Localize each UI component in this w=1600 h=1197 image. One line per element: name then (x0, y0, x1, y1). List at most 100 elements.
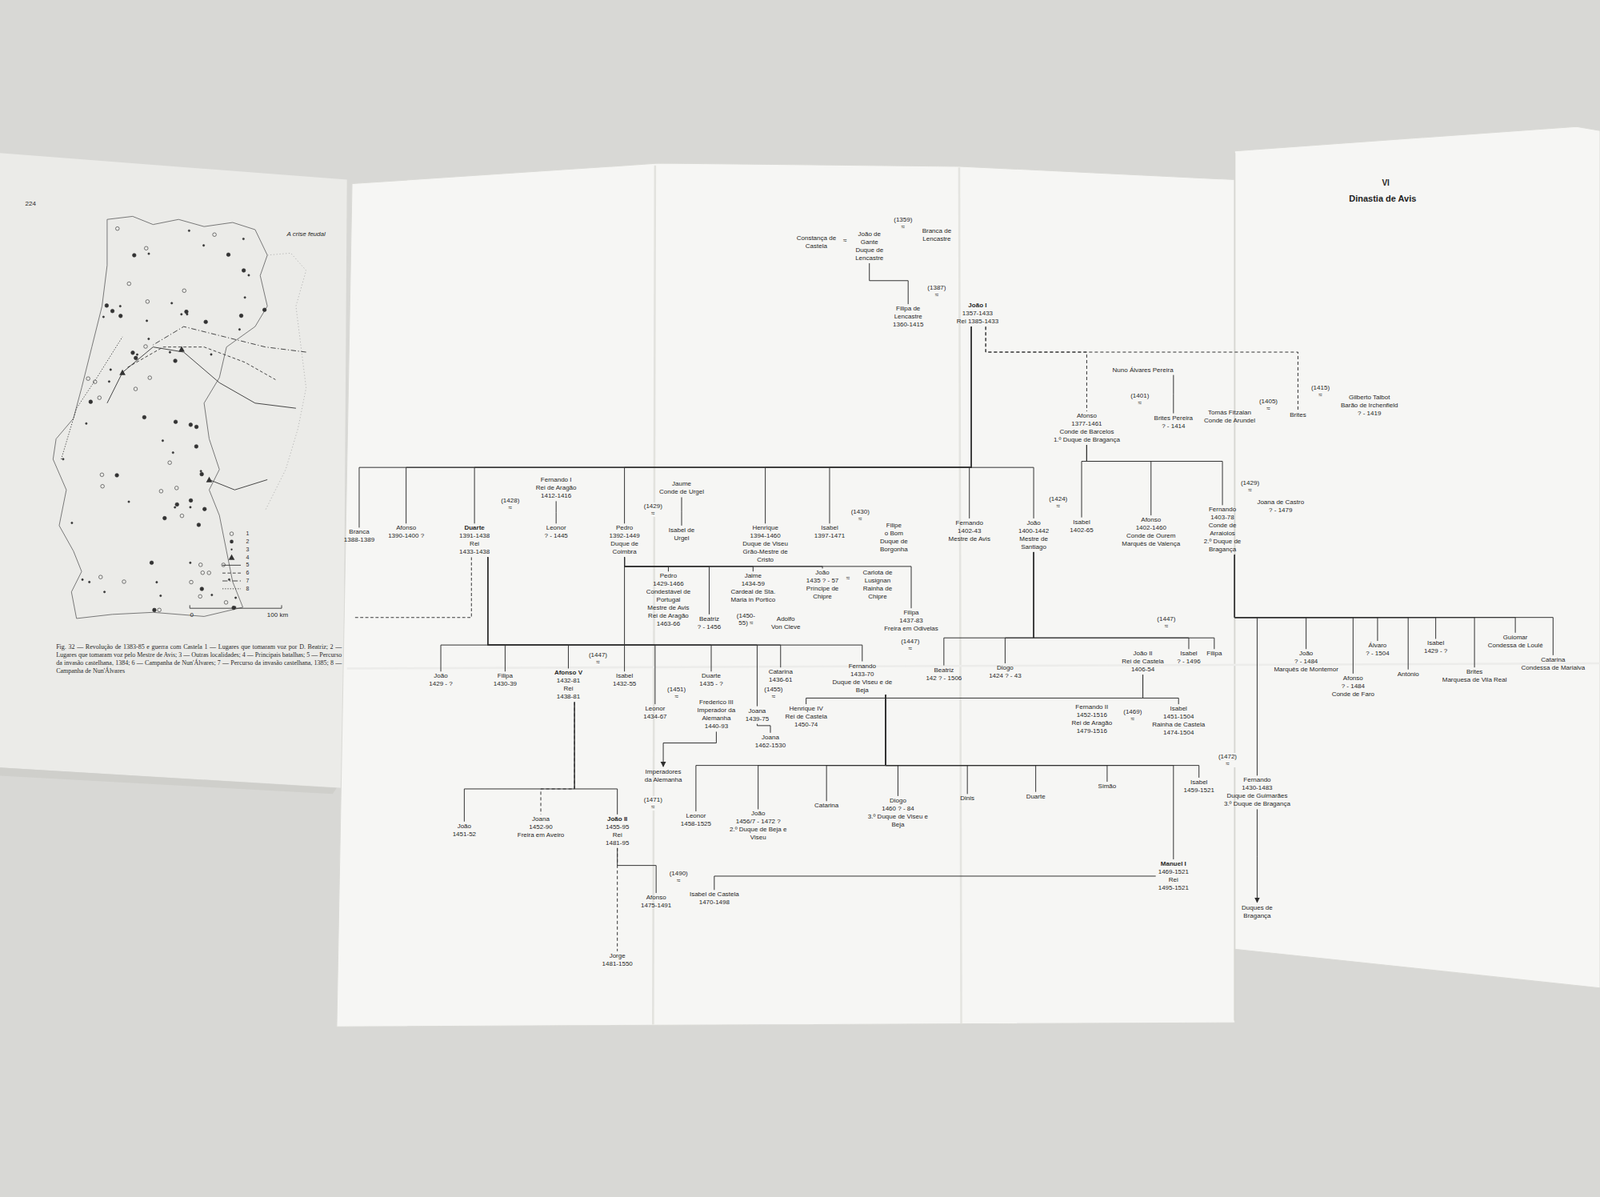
town-dot (152, 608, 157, 612)
town-dot (188, 498, 193, 503)
person-text: 1432-55 (612, 680, 636, 688)
person-entry: Duarte1435 - ? (697, 671, 724, 689)
person-text: Jaume (659, 480, 704, 488)
person-entry: Isabel1459-1521 (1182, 777, 1216, 796)
fold-crease (347, 663, 1600, 668)
person-entry: Filipa de Lencastre1360-1415 (884, 304, 933, 330)
person-text: Duarte (1026, 792, 1046, 801)
lineage-line (1033, 552, 1215, 649)
person-text: João (1273, 649, 1338, 658)
town-dot (262, 308, 267, 312)
lineage-line (617, 848, 656, 893)
person-entry: João1435 ? - 57Príncipe de Chipre (799, 568, 846, 602)
person-text: Conde de Ourem (1121, 532, 1180, 540)
person-entry: Leonor? - 1445 (542, 523, 569, 541)
lineage-line (464, 701, 575, 821)
person-entry: Carlota de LusignanRainha de Chipre (852, 568, 902, 602)
person-text: Branca (344, 528, 375, 536)
person-text: Filipa (884, 608, 939, 617)
marriage-mark: (1450-55) ≈ (736, 612, 756, 627)
lineage-line (681, 496, 683, 525)
town-dot (97, 396, 102, 400)
town-dot (85, 422, 88, 424)
person-text: 1474-1504 (1152, 728, 1205, 737)
person-text: Isabel (1152, 704, 1205, 713)
person-text: Duques de Bragança (1236, 904, 1278, 920)
person-text: 1481-95 (605, 839, 629, 848)
person-text: Jaime (728, 572, 778, 580)
person-text: 1456/7 - 1472 ? (726, 817, 790, 826)
person-text: 3.º Duque de Bragança (1224, 800, 1291, 808)
route-line (107, 347, 296, 409)
person-entry: Álvaro? - 1504 (1364, 640, 1391, 659)
lineage-line (540, 701, 575, 814)
person-text: ? - 1456 (697, 623, 721, 632)
person-text: Afonso (640, 893, 672, 902)
person-text: Freira em Odivelas (884, 624, 939, 633)
person-text: Conde de Barcelos (1053, 428, 1120, 436)
person-text: 1.º Duque de Bragança (1053, 436, 1120, 444)
person-text: Nuno Álvares Pereira (1112, 366, 1174, 375)
legend-number: 3 (245, 546, 249, 553)
person-text: Condessa de Marialva (1521, 664, 1586, 672)
person-text: 1406-54 (1121, 665, 1164, 674)
person-text: 1469-1521 (1158, 868, 1189, 876)
person-text: Duque de Viseu (733, 540, 797, 548)
town-dot (174, 486, 179, 491)
page-label: 100 km (267, 611, 288, 619)
person-text: Afonso (1121, 516, 1180, 524)
marriage-mark: (1429) ≈ (1240, 479, 1260, 494)
person-entry: Jaime1434-59Cardeal de Sta. Maria in Por… (727, 571, 780, 605)
person-entry: Beatriz? - 1456 (696, 614, 723, 632)
town-dot (189, 506, 192, 508)
lineage-line (488, 556, 712, 672)
person-text: Catarina (768, 668, 793, 676)
person-text: 1450-74 (784, 720, 827, 729)
person-entry: Filipeo BomDuque de Borgonha (872, 520, 916, 555)
person-text: Isabel (612, 672, 636, 680)
town-dot (172, 452, 174, 454)
person-text: Brites Pereira (1154, 414, 1193, 423)
person-text: João (800, 568, 844, 577)
person-text: Conde de Arundel (1203, 416, 1256, 425)
person-entry: Joana1452-90Freira em Aveiro (516, 814, 567, 840)
route-line (208, 479, 268, 490)
person-text: 1455-95 (605, 823, 629, 832)
person-entry: Joana de Castro? - 1479 (1255, 497, 1306, 516)
route-line (61, 336, 124, 460)
page-stack (0, 767, 337, 794)
lineage-line (1234, 554, 1257, 776)
legend-number: 6 (245, 569, 249, 576)
person-text: 1424 ? - 43 (988, 672, 1021, 680)
town-dot (198, 594, 203, 599)
town-dot (102, 316, 104, 318)
person-text: 1434-59 (728, 580, 778, 588)
continuation-line (354, 556, 472, 617)
person-text: Príncipe de Chipre (800, 584, 844, 601)
border-line (265, 252, 307, 510)
person-entry: Imperadores da Alemanha (640, 767, 687, 785)
person-text: Afonso (388, 524, 424, 532)
person-text: Filipa (1206, 649, 1222, 658)
lineage-line (624, 556, 754, 572)
foldout-sheet (336, 126, 1600, 1027)
marriage-mark: (1428) ≈ (500, 496, 520, 512)
lineage-line (1143, 674, 1180, 704)
person-text: 1397-1471 (814, 532, 845, 540)
lineage-line (1234, 554, 1306, 649)
page-label: 0 (190, 611, 194, 619)
person-text: Isabel (1176, 649, 1200, 658)
person-text: Fernando (1196, 505, 1248, 514)
person-text: Rainha de Castela (1152, 720, 1205, 729)
person-text: João (428, 672, 452, 680)
person-text: 1462-1530 (755, 741, 786, 750)
person-text: 1436-61 (768, 676, 793, 684)
person-text: Conde de Faro (1332, 690, 1375, 699)
town-dot (244, 296, 246, 299)
person-text: António (1397, 670, 1420, 679)
person-text: Isabel (1184, 778, 1215, 787)
person-text: 1430-1483 (1224, 784, 1291, 792)
person-text: Constança de Castela (796, 234, 837, 251)
